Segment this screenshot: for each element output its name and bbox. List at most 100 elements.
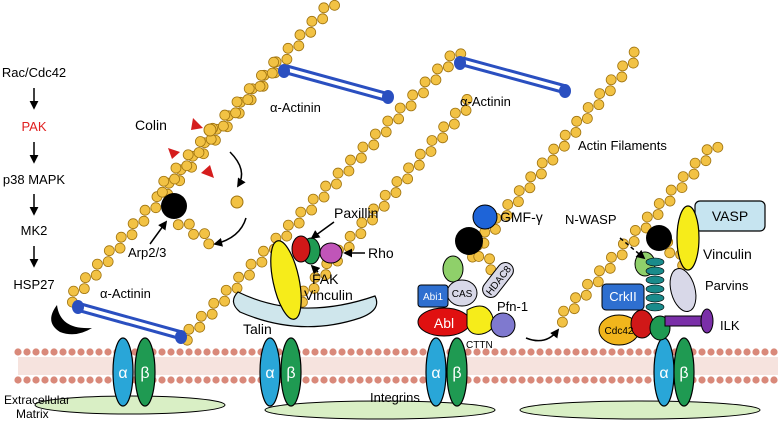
actin-monomer <box>282 42 294 54</box>
lipid-head <box>707 348 715 356</box>
lipid-head <box>32 376 40 384</box>
label-ilk: ILK <box>720 318 740 333</box>
actin-monomer <box>345 154 356 166</box>
actin-monomer <box>628 46 640 58</box>
lipid-head <box>761 376 769 384</box>
actin-monomer <box>245 258 257 270</box>
lipid-head <box>554 376 562 384</box>
lipid-head <box>203 348 211 356</box>
lipid-head <box>185 376 193 384</box>
label-ecm-1: Extracellular <box>4 393 70 407</box>
lipid-head <box>401 348 409 356</box>
lipid-head <box>374 376 382 384</box>
actin-monomer <box>219 295 231 307</box>
actin-monomer <box>444 50 456 62</box>
lipid-head <box>590 376 598 384</box>
lipid-head <box>320 348 328 356</box>
actin-monomer <box>568 303 580 315</box>
label-cas: CAS <box>452 289 473 300</box>
alpha-label: α <box>431 365 440 382</box>
actin-monomer <box>220 284 232 296</box>
actin-monomer <box>78 283 90 295</box>
lipid-head <box>77 376 85 384</box>
actin-monomer <box>281 230 293 242</box>
cofilin-triangle <box>201 165 214 178</box>
label-gmf: GMF-γ <box>500 209 543 225</box>
arp23-complex <box>646 225 672 251</box>
lipid-head <box>14 348 22 356</box>
label-talin: Talin <box>243 321 272 337</box>
fak-arrow <box>310 264 321 275</box>
alpha-actinin-rod <box>278 64 394 104</box>
lipid-head <box>545 348 553 356</box>
actin-monomer <box>80 272 91 284</box>
lipid-head <box>59 376 67 384</box>
lipid-head <box>329 376 337 384</box>
actin-monomer <box>688 168 700 180</box>
lipid-head <box>68 376 76 384</box>
lipid-head <box>761 348 769 356</box>
actin-monomer <box>461 94 473 105</box>
lipid-head <box>311 376 319 384</box>
actin-monomer <box>556 316 568 328</box>
actin-monomer <box>501 210 513 221</box>
actin-monomer <box>295 206 307 218</box>
lipid-head <box>338 348 346 356</box>
actin-monomer <box>547 154 559 166</box>
actin-monomer <box>256 256 268 268</box>
actin-monomer <box>414 148 426 160</box>
vinculin-shape <box>270 240 302 320</box>
lipid-head <box>590 348 598 356</box>
lipid-head <box>158 376 166 384</box>
lipid-head <box>68 348 76 356</box>
talin-shape <box>232 291 378 328</box>
lipid-head <box>572 348 580 356</box>
actin-monomer <box>604 262 616 274</box>
beta-label: β <box>679 365 688 382</box>
lipid-head <box>743 376 751 384</box>
label-fak: FAK <box>312 271 339 287</box>
actin-monomer <box>219 109 231 121</box>
lipid-head <box>374 348 382 356</box>
actin-monomer <box>413 159 425 171</box>
actin-monomer <box>317 13 329 25</box>
label-alpha-actinin-1: α-Actinin <box>270 100 321 115</box>
actin-monomer <box>308 282 320 294</box>
lipid-head <box>32 348 40 356</box>
lipid-head <box>491 376 499 384</box>
actin-monomer <box>90 269 102 281</box>
actin-monomer <box>393 113 405 125</box>
actin-monomer <box>182 149 194 161</box>
lipid-head <box>248 376 256 384</box>
actin-monomer <box>194 321 206 333</box>
lipid-head <box>356 376 364 384</box>
paxillin-arrow <box>310 221 335 240</box>
lipid-head <box>86 376 94 384</box>
pathway-pak: PAK <box>21 119 46 134</box>
alpha-integrin <box>112 337 134 407</box>
actin-monomer <box>231 282 243 294</box>
actin-monomer <box>150 202 162 214</box>
pathway-mk2: MK2 <box>21 223 48 238</box>
actin-monomer <box>193 147 205 158</box>
lipid-head <box>347 376 355 384</box>
lipid-head <box>239 348 247 356</box>
actin-monomer <box>627 57 639 69</box>
lipid-head <box>194 376 202 384</box>
alpha-label: α <box>118 365 127 382</box>
actin-monomer <box>617 238 629 250</box>
lipid-head <box>734 376 742 384</box>
actin-monomer <box>281 53 293 65</box>
lipid-head <box>239 376 247 384</box>
hsp27-shape <box>51 305 92 335</box>
actin-monomer <box>306 204 318 216</box>
lipid-head <box>698 348 706 356</box>
lipid-head <box>545 376 553 384</box>
abi1-shape <box>417 284 449 308</box>
lipid-head <box>419 376 427 384</box>
alpha-integrin <box>259 337 281 407</box>
lipid-head <box>491 348 499 356</box>
lipid-head <box>23 376 31 384</box>
label-vinculin-2: Vinculin <box>703 246 752 262</box>
